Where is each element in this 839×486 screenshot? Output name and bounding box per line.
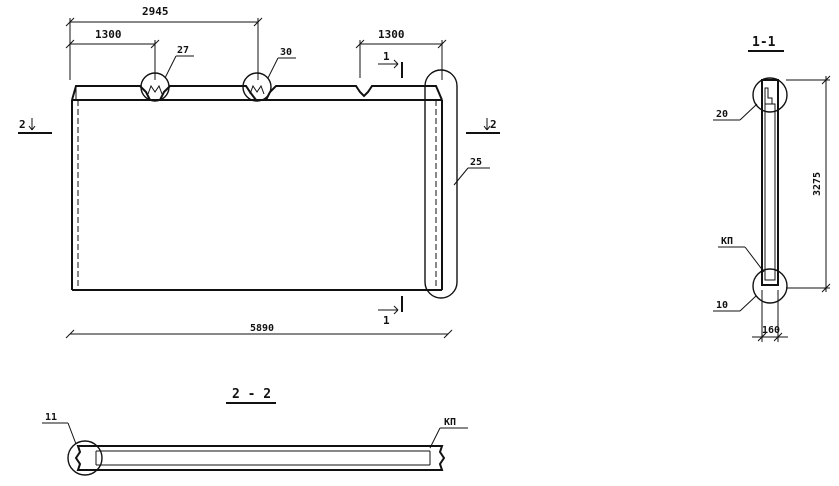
- callout-20: 20: [713, 103, 758, 121]
- dim-left-top-label: 1300: [95, 28, 122, 41]
- callout-30-label: 30: [280, 47, 292, 58]
- dim-overall-top: 2945: [65, 5, 263, 80]
- section-2-2-profile: [74, 445, 446, 471]
- section-2-2-title: 2 - 2: [232, 387, 271, 402]
- section-1-1: 1-1 20 КП 10: [713, 35, 831, 342]
- section-1-1-bottom-circle: [752, 268, 788, 304]
- dim-right-top-label: 1300: [378, 28, 405, 41]
- section-2-2-left-circle: [67, 440, 103, 476]
- section-1-1-top-circle: [752, 77, 788, 113]
- callout-10: 10: [713, 295, 757, 312]
- callout-kp-1-label: КП: [721, 236, 733, 247]
- section-marker-1-top-label: 1: [383, 50, 390, 63]
- dim-thickness-1-1-label: 160: [762, 325, 780, 336]
- callout-kp-2: КП: [429, 417, 468, 449]
- dim-thickness-1-1: 160: [752, 290, 788, 342]
- dim-left-top: 1300: [65, 28, 160, 80]
- callout-20-label: 20: [716, 109, 728, 120]
- section-marker-1-top: 1: [378, 50, 403, 78]
- callout-25-label: 25: [470, 157, 482, 168]
- callout-27-label: 27: [177, 45, 189, 56]
- dim-height-1-1: 3275: [786, 75, 831, 293]
- callout-kp-1: КП: [718, 236, 765, 273]
- section-1-1-profile: [761, 79, 779, 286]
- callout-30: 30: [242, 47, 296, 102]
- dim-height-1-1-label: 3275: [812, 172, 823, 196]
- callout-11: 11: [42, 412, 77, 445]
- section-marker-2-right-label: 2: [490, 118, 497, 131]
- section-marker-1-bottom: 1: [378, 296, 403, 327]
- callout-10-label: 10: [716, 300, 728, 311]
- section-marker-2-right: 2: [466, 118, 500, 134]
- dim-overall-top-label: 2945: [142, 5, 169, 18]
- callout-25: 25: [424, 69, 490, 299]
- section-2-2: 2 - 2 11 КП: [42, 387, 468, 476]
- panel-outline: [71, 85, 443, 291]
- callout-27: 27: [140, 45, 194, 102]
- front-view: 2945 1300 1300: [18, 5, 500, 339]
- section-marker-1-bottom-label: 1: [383, 314, 390, 327]
- section-marker-2-left: 2: [18, 118, 52, 134]
- callout-11-label: 11: [45, 412, 57, 423]
- callout-kp-2-label: КП: [444, 417, 456, 428]
- section-1-1-title: 1-1: [752, 35, 776, 50]
- dim-bottom-label: 5890: [250, 323, 274, 334]
- dim-bottom: 5890: [65, 323, 453, 339]
- dim-right-top: 1300: [355, 28, 447, 80]
- section-marker-2-left-label: 2: [19, 118, 26, 131]
